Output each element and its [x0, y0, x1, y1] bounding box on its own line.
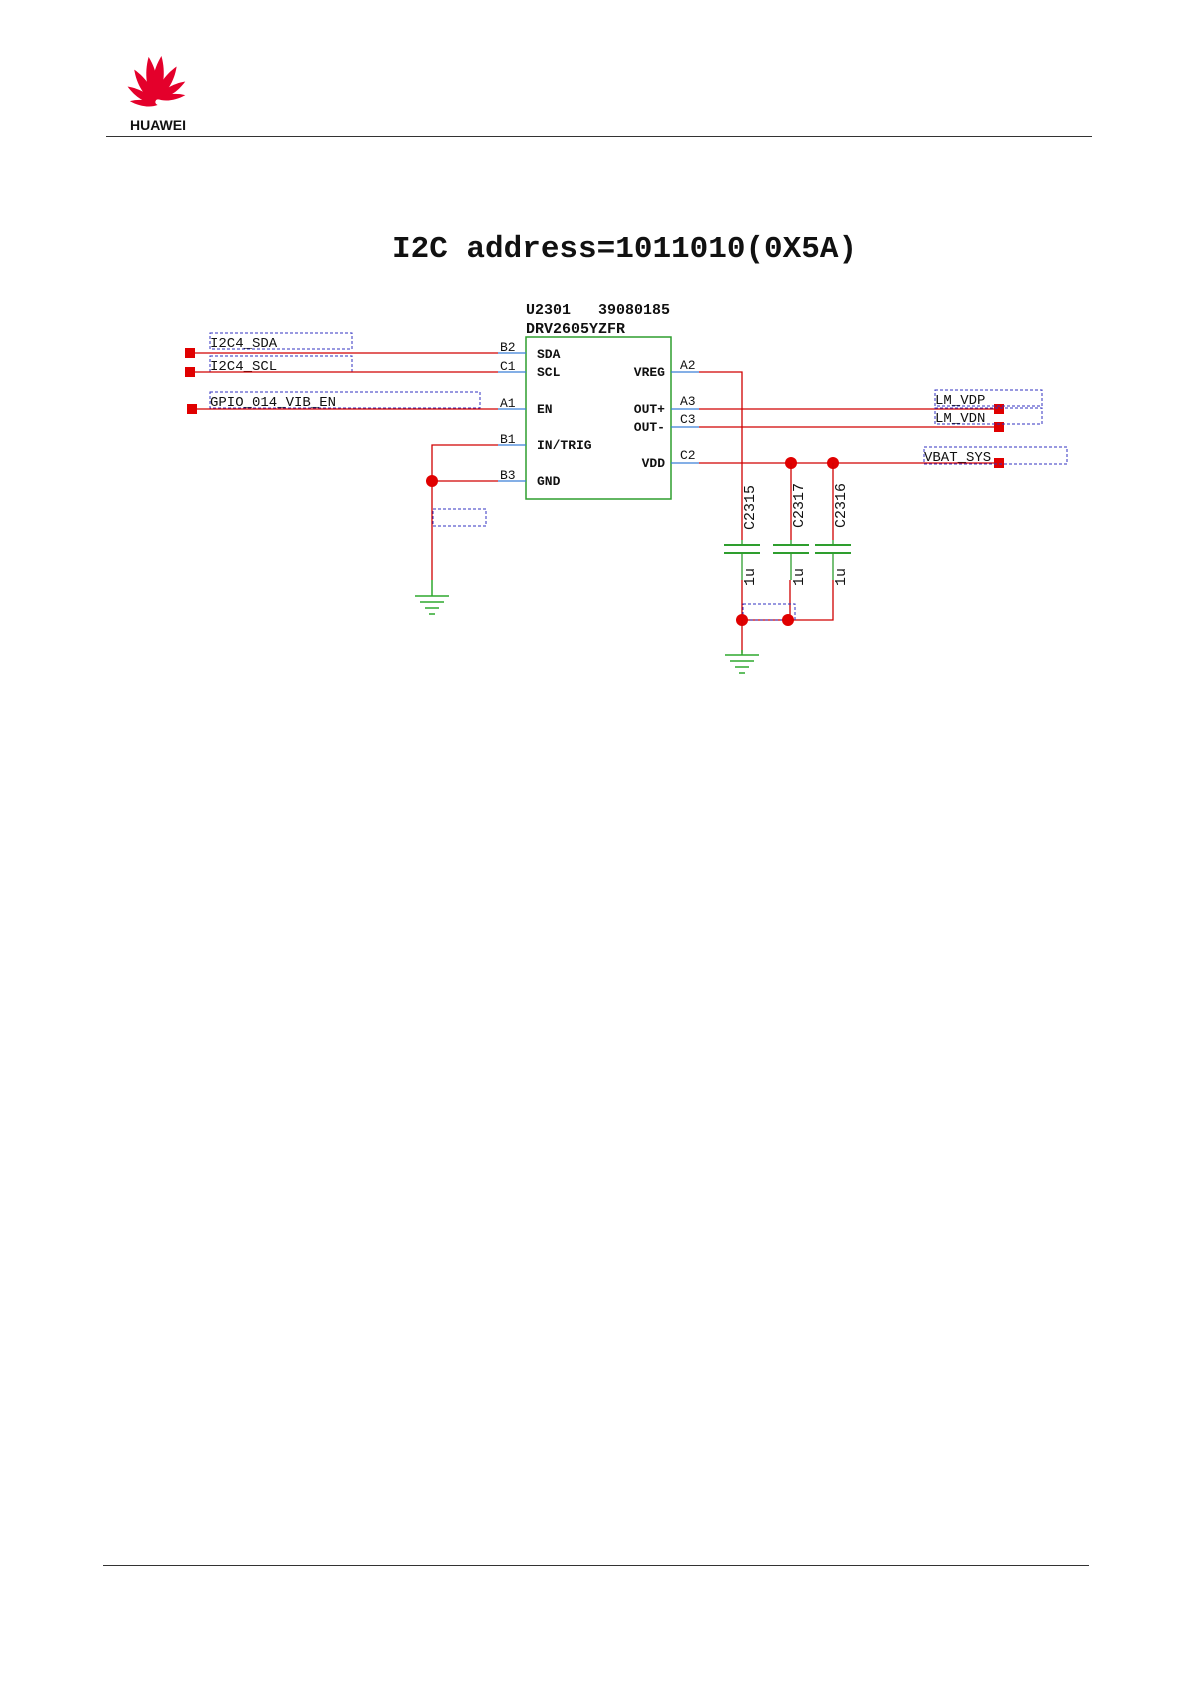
pin-ball: C1: [500, 359, 516, 374]
pin-ball: B1: [500, 432, 516, 447]
pin-name: OUT-: [634, 420, 665, 435]
pin-ball: A2: [680, 358, 696, 373]
footer-divider: [103, 1565, 1089, 1566]
junction-dot: [782, 614, 794, 626]
net-box: [433, 509, 486, 526]
capacitor-value: 1u: [833, 568, 850, 586]
pin-name: VDD: [642, 456, 666, 471]
schematic-title: I2C address=1011010(0X5A): [392, 232, 857, 267]
pin-name: IN/TRIG: [537, 438, 592, 453]
capacitor-ref: C2316: [833, 483, 850, 528]
component-part-number: 39080185: [598, 302, 670, 319]
net-label-left: I2C4_SDA: [210, 336, 278, 352]
net-label-right: VBAT_SYS: [924, 450, 991, 466]
ground-symbol: [415, 580, 449, 614]
pin-name: GND: [537, 474, 561, 489]
capacitor-ref: C2317: [791, 483, 808, 528]
component-ref: U2301: [526, 302, 571, 319]
junction-dot: [426, 475, 438, 487]
net-port: [185, 348, 195, 358]
pin-ball: B3: [500, 468, 516, 483]
pin-ball: C3: [680, 412, 696, 427]
pin-ball: B2: [500, 340, 516, 355]
wire: [699, 372, 742, 540]
ground-symbol: [725, 650, 759, 673]
capacitor-value: 1u: [791, 568, 808, 586]
capacitor-value: 1u: [742, 568, 759, 586]
pin-ball: C2: [680, 448, 696, 463]
pin-name: SDA: [537, 347, 561, 362]
pin-ball: A3: [680, 394, 696, 409]
pin-name: SCL: [537, 365, 561, 380]
wire: [432, 445, 498, 580]
pin-name: EN: [537, 402, 553, 417]
net-port: [187, 404, 197, 414]
pin-name: OUT+: [634, 402, 665, 417]
component-part-name: DRV2605YZFR: [526, 321, 625, 338]
pin-ball: A1: [500, 396, 516, 411]
net-label-right: LM_VDP: [935, 393, 985, 409]
net-port: [994, 458, 1004, 468]
pin-name: VREG: [634, 365, 665, 380]
net-port: [185, 367, 195, 377]
net-label-right: LM_VDN: [935, 411, 985, 427]
capacitor-ref: C2315: [742, 485, 759, 530]
